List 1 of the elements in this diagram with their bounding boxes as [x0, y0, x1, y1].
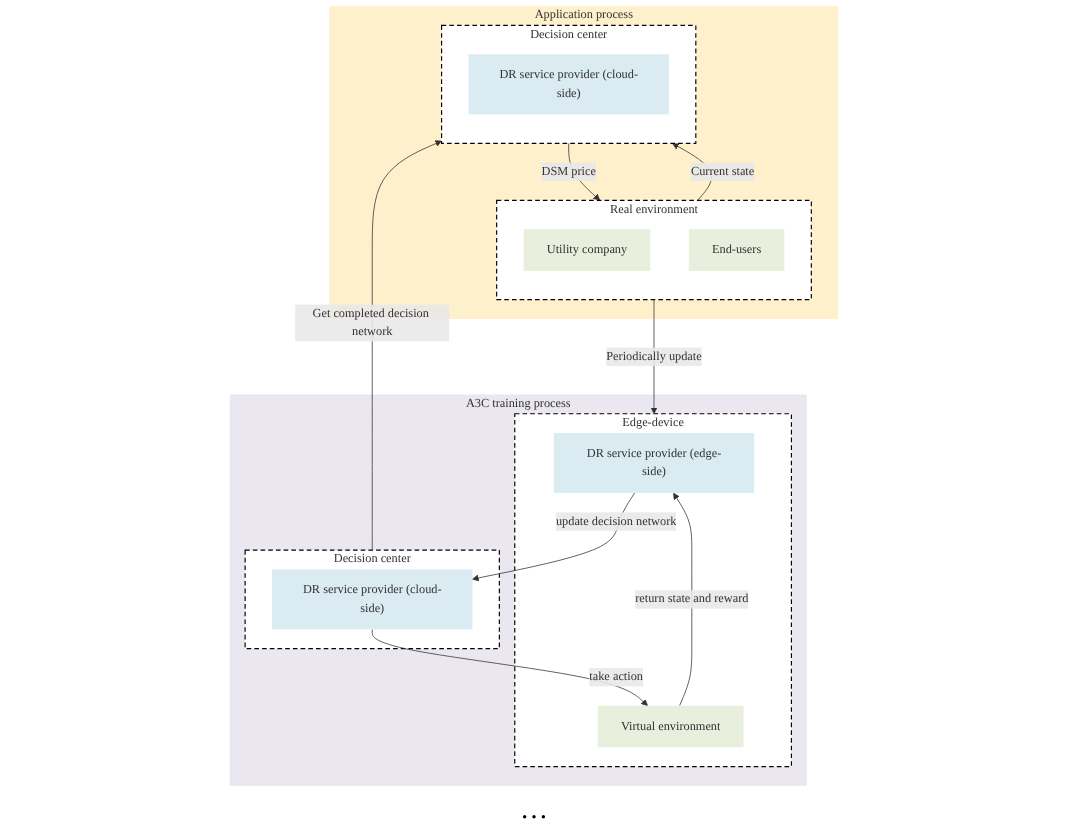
- ellipsis-label: …: [520, 796, 548, 826]
